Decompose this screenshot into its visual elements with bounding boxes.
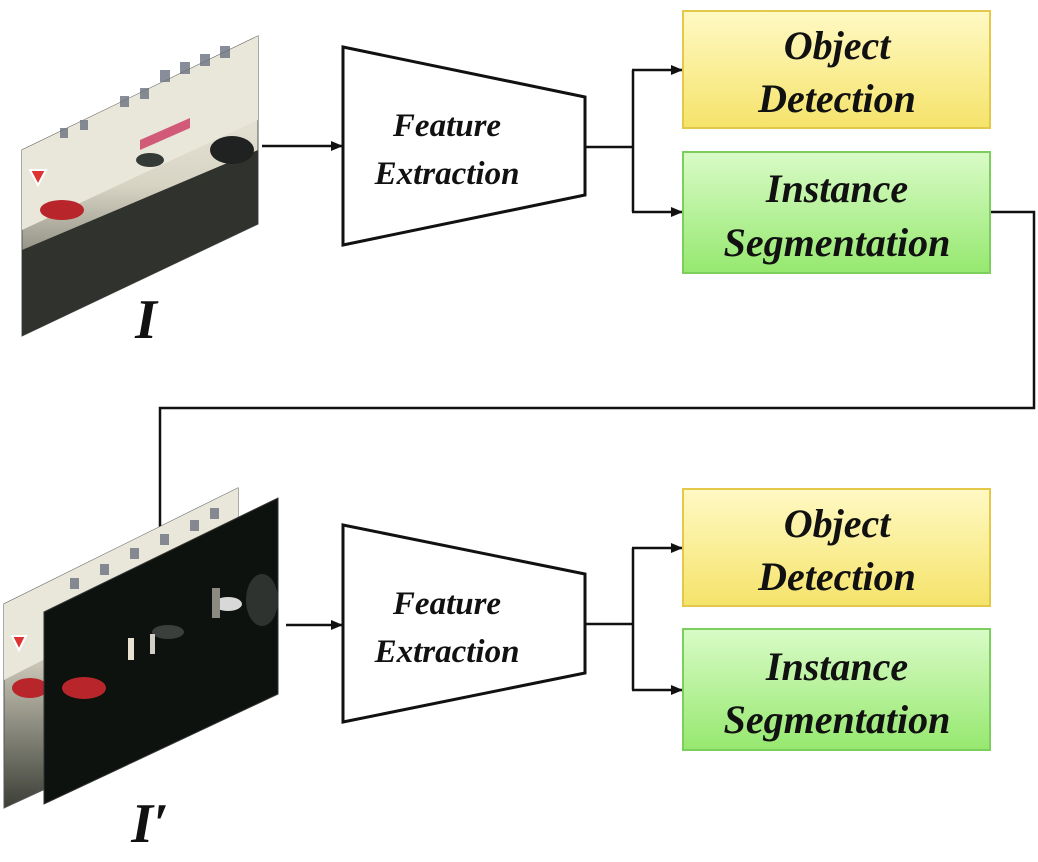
branch-connector-top [585,65,683,217]
branch-connector-bottom [585,543,683,695]
feature-extractor-top-line2: Extraction [374,156,520,192]
object-detection-bottom-line2: Detection [757,554,916,599]
feature-extractor-top-line1: Feature [392,108,501,144]
input-image-top [21,35,259,337]
masked-image-bottom [43,497,279,805]
instance-segmentation-bottom-line2: Segmentation [724,697,951,742]
input-label-top: I [134,289,159,351]
input-label-bottom: I′ [130,793,169,855]
instance-segmentation-box-bottom [682,628,991,751]
object-detection-top-line1: Object [784,23,893,68]
object-detection-box-bottom [682,488,991,607]
feature-extractor-top [341,45,587,247]
feedback-arrow [155,210,1036,549]
instance-segmentation-box-top [682,151,991,274]
instance-segmentation-bottom-line1: Instance [765,644,908,689]
object-detection-box-top [682,10,991,129]
object-detection-bottom-line1: Object [784,501,893,546]
instance-segmentation-top-line1: Instance [765,166,908,211]
feature-extractor-bottom [341,523,587,724]
feature-extractor-bottom-line1: Feature [392,586,501,622]
object-detection-top-line2: Detection [757,76,916,121]
feature-extractor-bottom-line2: Extraction [374,634,520,670]
instance-segmentation-top-line2: Segmentation [724,220,951,265]
